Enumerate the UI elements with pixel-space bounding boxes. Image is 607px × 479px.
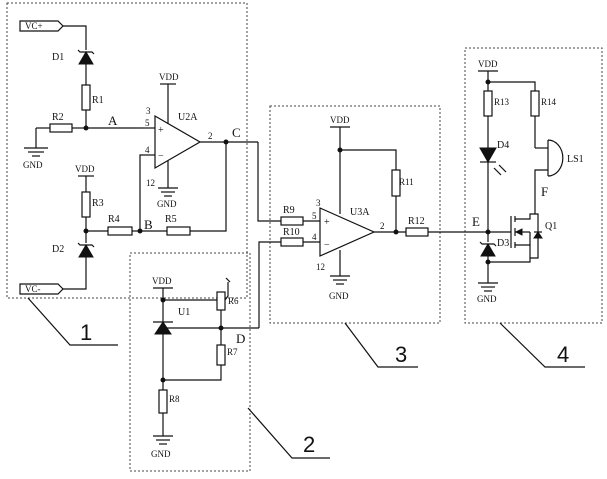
svg-text:12: 12: [146, 178, 155, 188]
svg-text:R5: R5: [165, 214, 177, 225]
module-4-label: 4: [557, 342, 569, 367]
svg-text:R6: R6: [228, 296, 239, 306]
node-f-label: F: [541, 184, 548, 199]
svg-text:D4: D4: [497, 140, 509, 151]
svg-text:GND: GND: [151, 449, 171, 459]
svg-text:VDD: VDD: [152, 276, 172, 286]
svg-text:D1: D1: [52, 52, 64, 63]
svg-text:VC+: VC+: [25, 21, 43, 31]
svg-text:5: 5: [312, 211, 317, 221]
svg-text:3: 3: [146, 106, 151, 116]
svg-text:D3: D3: [497, 238, 509, 249]
potentiometer-r6: [216, 291, 226, 311]
vc-minus-flag: VC-: [19, 283, 64, 295]
module-3-label: 3: [395, 342, 407, 367]
svg-text:VDD: VDD: [478, 59, 498, 69]
svg-text:GND: GND: [23, 160, 43, 170]
node-e-label: E: [472, 214, 480, 229]
svg-text:VDD: VDD: [75, 164, 95, 174]
svg-text:U1: U1: [178, 307, 190, 318]
resistor-r2: [49, 123, 73, 133]
svg-text:R8: R8: [169, 394, 180, 404]
resistor-r4: [107, 226, 133, 236]
resistor-r9: [280, 216, 304, 226]
resistor-r8: [158, 389, 168, 414]
svg-text:R9: R9: [283, 205, 295, 216]
resistor-r13: [483, 90, 493, 117]
svg-text:LS1: LS1: [567, 154, 584, 165]
svg-text:R11: R11: [399, 177, 414, 187]
svg-text:4: 4: [312, 232, 317, 242]
node-c-label: C: [232, 125, 241, 140]
vc-plus-flag: VC+: [19, 20, 64, 32]
svg-text:U2A: U2A: [178, 112, 198, 123]
svg-text:Q1: Q1: [545, 221, 557, 232]
zener-diode-d2: [77, 242, 95, 258]
module-4-box: [464, 47, 603, 324]
module-2-box: [129, 252, 251, 472]
node-d-label: D: [236, 331, 245, 346]
module-1-leader: [27, 297, 118, 346]
resistor-r5: [166, 226, 191, 236]
opamp-u2a: + −: [154, 114, 202, 170]
zener-diode-d3: [479, 241, 497, 257]
svg-text:−: −: [158, 151, 164, 162]
module-1-box: [6, 2, 248, 299]
svg-text:U3A: U3A: [350, 207, 370, 218]
svg-text:GND: GND: [157, 199, 177, 209]
resistor-r1: [81, 84, 91, 111]
node-a-label: A: [108, 113, 118, 128]
module-1-label: 1: [80, 320, 92, 345]
svg-text:VDD: VDD: [159, 72, 179, 82]
svg-text:+: +: [158, 125, 164, 136]
resistor-r12: [405, 227, 429, 237]
ground-symbol: [24, 147, 48, 157]
svg-text:2: 2: [380, 221, 385, 231]
svg-text:R10: R10: [283, 227, 300, 238]
module-3-box: [269, 105, 441, 324]
svg-text:5: 5: [145, 118, 150, 128]
svg-text:R7: R7: [227, 347, 238, 357]
buzzer-ls1: [534, 139, 564, 195]
module-4-leader: [499, 322, 585, 368]
resistor-r10: [280, 237, 304, 247]
svg-text:R12: R12: [408, 216, 425, 227]
svg-text:2: 2: [208, 131, 213, 141]
svg-text:GND: GND: [329, 291, 349, 301]
svg-text:VDD: VDD: [330, 115, 350, 125]
opamp-u3a: + −: [319, 207, 376, 257]
svg-text:+: +: [324, 217, 330, 228]
svg-text:12: 12: [316, 262, 325, 272]
module-2-leader: [247, 407, 330, 459]
svg-text:R1: R1: [92, 95, 104, 106]
svg-text:R3: R3: [92, 198, 104, 209]
led-d4: [479, 147, 507, 176]
svg-text:GND: GND: [477, 294, 497, 304]
svg-text:3: 3: [316, 198, 321, 208]
svg-text:R13: R13: [494, 97, 510, 107]
svg-text:R2: R2: [52, 112, 64, 123]
module-3-leader: [344, 322, 418, 368]
svg-text:−: −: [324, 240, 330, 251]
resistor-r14: [530, 90, 540, 117]
mosfet-q1: [510, 213, 543, 259]
zener-diode-d1: [77, 49, 95, 85]
svg-text:4: 4: [145, 145, 150, 155]
resistor-r7: [216, 344, 226, 366]
svg-text:VC-: VC-: [25, 284, 41, 294]
resistor-r3: [81, 191, 91, 218]
svg-text:R14: R14: [541, 97, 557, 107]
svg-text:D2: D2: [52, 244, 64, 255]
node-b-label: B: [144, 217, 153, 232]
svg-text:R4: R4: [108, 214, 120, 225]
module-2-label: 2: [303, 432, 315, 457]
